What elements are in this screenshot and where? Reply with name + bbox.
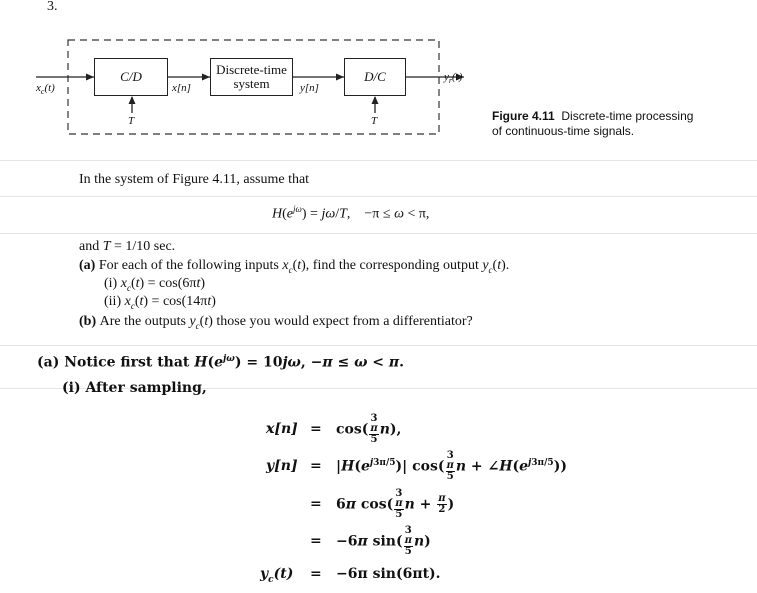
eq-equals-2: = (310, 458, 322, 474)
dc-block: D/C (344, 58, 406, 96)
input-item-ii: (ii) xc(t) = cos(14πt) (104, 294, 216, 311)
item-i-label: (i) (104, 276, 118, 291)
figure-number: Figure 4.11 (492, 109, 555, 123)
yn-label: y[n] (300, 82, 319, 94)
cd-block: C/D (94, 58, 168, 96)
eq-equals-4: = (310, 533, 322, 549)
input-item-i: (i) xc(t) = cos(6πt) (104, 276, 206, 293)
problem-number: 3. (47, 0, 58, 14)
dt-block-line2: system (233, 76, 270, 91)
caption-line-1: Discrete-time processing (561, 109, 694, 123)
eq-equals-1: = (310, 421, 322, 437)
solution-eq-yn: y[n] (266, 458, 298, 474)
part-b-label: (b) (79, 314, 97, 329)
dc-block-label: D/C (364, 69, 386, 85)
part-b-question: (b) Are the outputs yc(t) those you woul… (79, 314, 473, 331)
cd-block-label: C/D (120, 69, 142, 85)
input-signal-label: xc(t) (36, 82, 55, 97)
sampling-period-statement: and T = 1/10 sec. (79, 239, 176, 254)
eq-equals-5: = (310, 566, 322, 582)
caption-line-2: of continuous-time signals. (492, 124, 635, 138)
transfer-function-equation: H(ejω) = jω/T, −π ≤ ω < π, (272, 204, 430, 222)
solution-after-sampling: (i) After sampling, (62, 380, 207, 396)
eq-equals-3: = (310, 496, 322, 512)
problem-intro: In the system of Figure 4.11, assume tha… (79, 172, 310, 187)
solution-intro: (a) Notice first that H(ejω) = 10jω, −π … (37, 354, 405, 371)
dt-system-block: Discrete-time system (210, 58, 293, 96)
sampling-period-left: T (128, 115, 135, 127)
diagram-lines (36, 39, 464, 135)
output-signal-label: yr(t) (444, 71, 463, 86)
solution-eq-yc: yc(t) (260, 566, 294, 585)
figure-caption: Figure 4.11 Discrete-time processing of … (492, 109, 693, 139)
item-ii-label: (ii) (104, 294, 122, 309)
sampling-period-right: T (371, 115, 378, 127)
part-a-question: (a) For each of the following inputs xc(… (79, 258, 510, 275)
part-a-label: (a) (79, 258, 96, 273)
xn-label: x[n] (172, 82, 191, 94)
eq-yc-rhs: −6π sin(6πt). (336, 566, 441, 582)
dt-block-line1: Discrete-time (216, 62, 287, 78)
